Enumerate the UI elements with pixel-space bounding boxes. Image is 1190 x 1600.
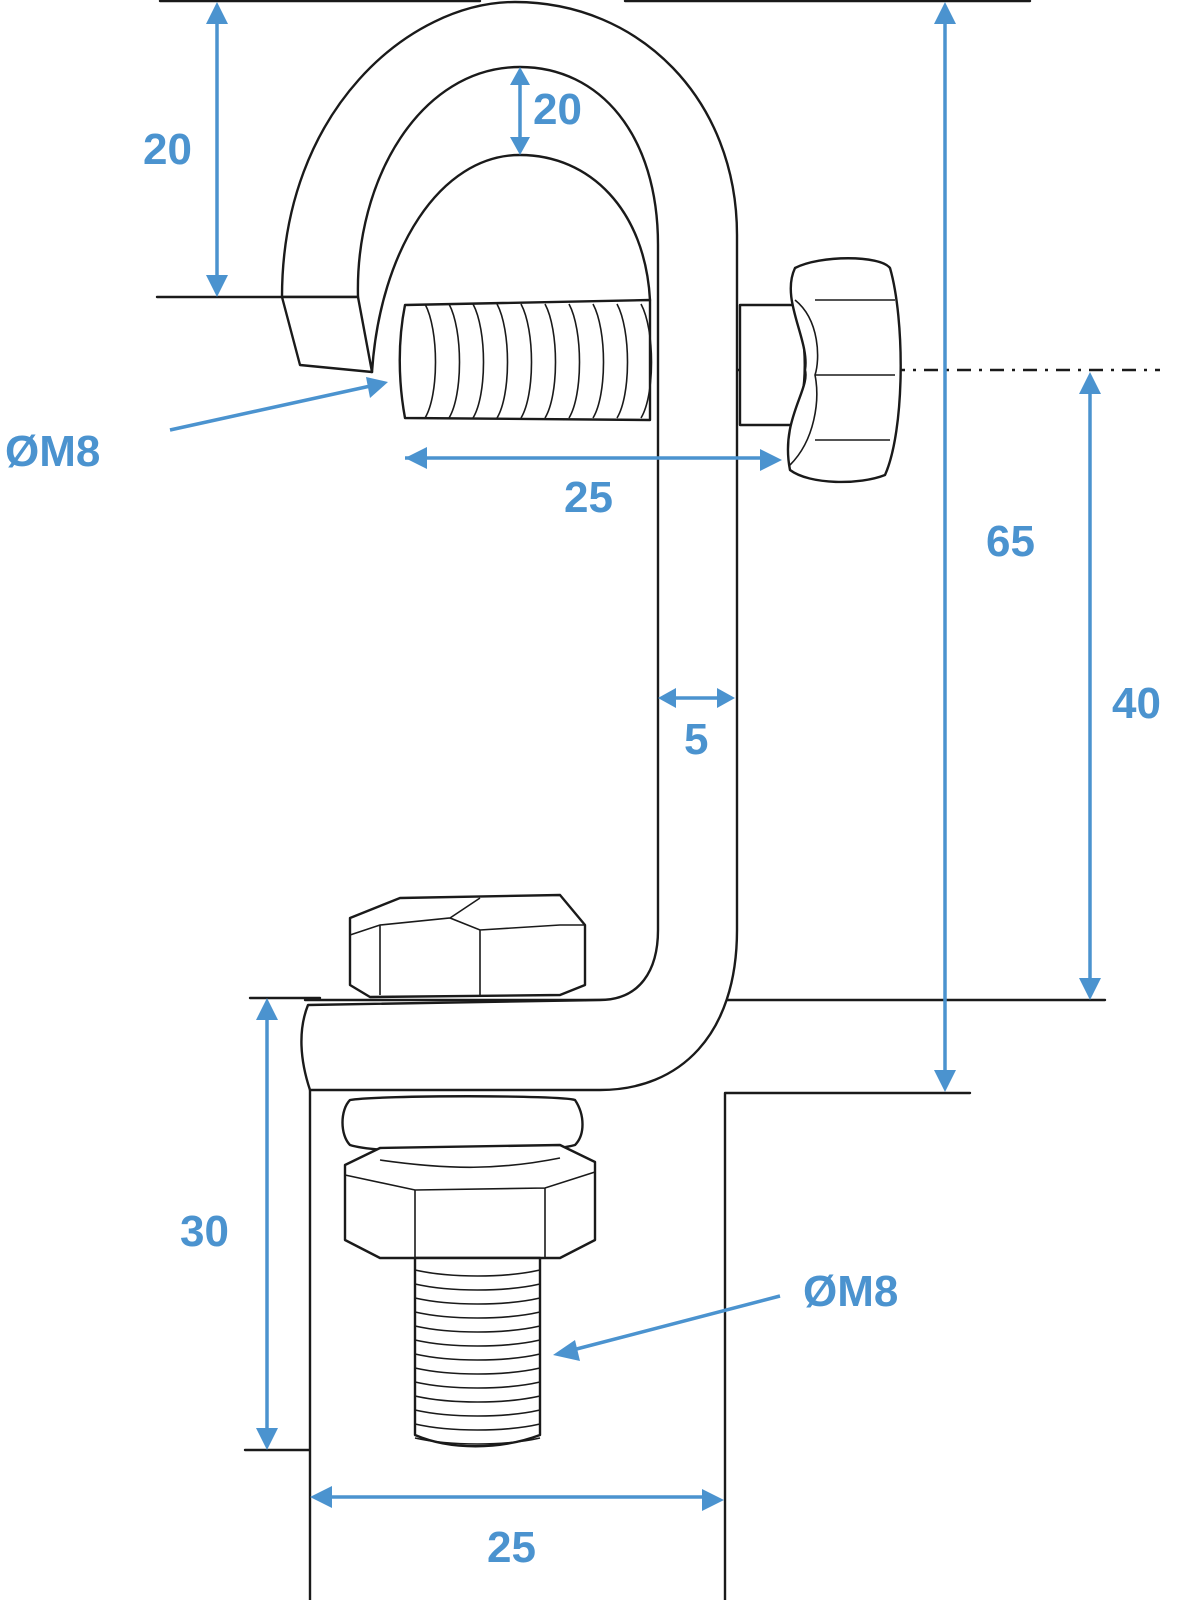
- label-thread-top: ØM8: [5, 427, 100, 476]
- label-clamp-width-top: 25: [564, 473, 613, 522]
- thread-line: [414, 1297, 541, 1305]
- label-bottom-bolt-length: 30: [180, 1207, 229, 1256]
- label-bolt-to-base: 40: [1112, 679, 1161, 728]
- thread-line: [568, 303, 581, 419]
- thread-line: [424, 303, 437, 419]
- label-thread-bottom: ØM8: [803, 1267, 898, 1316]
- thread-line: [472, 303, 485, 419]
- thread-line: [496, 303, 509, 419]
- thread-line: [414, 1269, 541, 1277]
- thread-line: [414, 1339, 541, 1347]
- thread-line: [544, 303, 557, 419]
- thread-line: [414, 1283, 541, 1291]
- label-hook-height: 20: [143, 125, 192, 174]
- label-base-width: 25: [487, 1523, 536, 1572]
- thread-line: [414, 1381, 541, 1389]
- thread-line: [414, 1395, 541, 1403]
- label-total-height: 65: [986, 517, 1035, 566]
- thread-line: [414, 1325, 541, 1333]
- thread-line: [414, 1367, 541, 1375]
- base-top-nut: [348, 893, 587, 999]
- thread-line: [592, 303, 605, 419]
- hook-body: [280, 0, 739, 1092]
- thread-line: [414, 1409, 541, 1417]
- thread-line: [448, 303, 461, 419]
- thread-line: [414, 1311, 541, 1319]
- thread-line: [414, 1353, 541, 1361]
- dimension-arrows: [169, 2, 1101, 1511]
- thread-line: [640, 303, 653, 419]
- thread-line: [520, 303, 533, 419]
- thread-line: [414, 1423, 541, 1431]
- dimension-labels: 20 20 ØM8 25 65 40 5 30 ØM8 25: [5, 85, 1161, 1572]
- label-material-thickness: 5: [684, 715, 708, 764]
- top-threaded-rod: [398, 257, 902, 484]
- bottom-bolt-assembly: [341, 1095, 597, 1448]
- thread-line: [414, 1437, 541, 1445]
- label-hook-inner: 20: [533, 85, 582, 134]
- thread-line: [616, 303, 629, 419]
